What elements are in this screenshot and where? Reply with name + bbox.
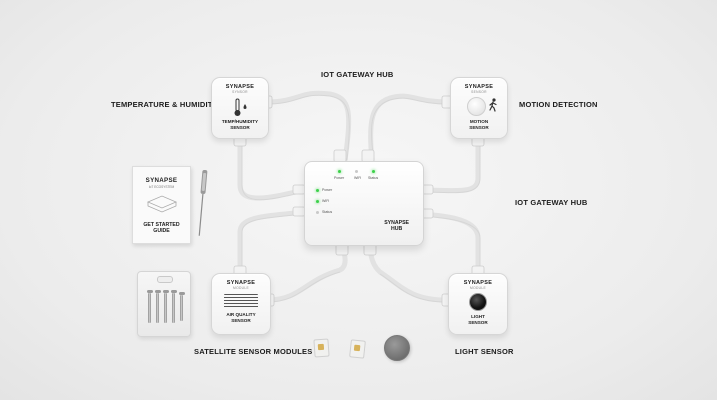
gateway-hub-callout: IOT GATEWAY HUB: [515, 198, 588, 207]
get-started-booklet: SYNAPSE IoT ECOSYSTEM GET STARTED GUIDE: [132, 166, 191, 244]
light-sensor-callout: LIGHT SENSOR: [455, 347, 514, 356]
module-sub: SYNSOR: [232, 90, 248, 94]
module-sub: MODULE: [470, 286, 486, 290]
motion-sensor-module: SYNAPSE SENSOR MOTION SENSOR: [450, 77, 508, 139]
top-title-callout: IOT GATEWAY HUB: [321, 70, 394, 79]
module-label-line1: MOTION: [469, 119, 489, 124]
module-label-line2: SENSOR: [468, 320, 488, 325]
pir-lens: [467, 97, 486, 116]
module-brand: SYNAPSE: [225, 84, 255, 90]
module-label-line2: SENSOR: [469, 125, 489, 130]
module-sub: MODULE: [233, 286, 249, 290]
screw-pack: [137, 271, 191, 337]
top-led-wifi: [355, 170, 358, 173]
module-sub: SENSOR: [471, 90, 487, 94]
cable-motion-left: [368, 93, 451, 163]
top-led-status: [372, 170, 375, 173]
walking-person-icon: [489, 98, 497, 112]
screw: [178, 292, 185, 321]
side-label-status: Status: [322, 210, 333, 214]
cable-light-top: [419, 211, 481, 275]
screw: [170, 290, 177, 323]
vent-grille-icon: [224, 294, 258, 308]
screw: [146, 290, 153, 323]
module-brand: SYNAPSE: [226, 280, 256, 286]
hub-brand: SYNAPSE HUB: [384, 220, 409, 232]
screw: [162, 290, 169, 323]
module-brand: SYNAPSE: [464, 84, 494, 90]
screw: [154, 290, 161, 323]
top-label-status: Status: [368, 176, 379, 180]
module-label-line1: TEMP/HUMIDITY: [221, 119, 259, 124]
hub-brand-line1: SYNAPSE: [384, 220, 409, 226]
top-label-wifi: WiFi: [354, 176, 362, 180]
cable-air-top: [237, 209, 307, 275]
top-led-power: [338, 170, 341, 173]
side-label-wifi: WiFi: [322, 199, 330, 203]
hang-tab: [157, 276, 173, 283]
hub-brand-line2: HUB: [390, 226, 403, 232]
module-label-line1: AIR QUALITY: [226, 312, 256, 317]
booklet-title: SYNAPSE: [145, 177, 178, 184]
satellite-modules-callout: SATELLITE SENSOR MODULES: [194, 347, 313, 356]
sim-card: [349, 339, 366, 359]
cable-temp-bottom: [237, 137, 307, 201]
cable-temp-right: [263, 90, 352, 163]
motion-detection-callout: MOTION DETECTION: [519, 100, 598, 109]
booklet-subtitle: IoT ECOSYSTEM: [148, 185, 175, 189]
booklet-guide: GET STARTED GUIDE: [133, 222, 190, 235]
booklet-guide-line1: GET STARTED: [143, 222, 180, 228]
synapse-hub: Power WiFi Status Power WiFi Status SYNA…: [304, 161, 424, 246]
side-label-power: Power: [322, 188, 333, 192]
temp-humidity-module: SYNAPSE SYNSOR TEMP/HUMIDITY SENSOR: [211, 77, 269, 139]
sim-card: [313, 338, 330, 358]
module-label-line1: LIGHT: [471, 314, 485, 319]
cable-air-right: [265, 241, 348, 303]
cable-light-left: [367, 241, 449, 303]
coin-battery: [384, 335, 410, 361]
light-sensor-lens-icon: [469, 293, 487, 311]
side-led-power: [316, 189, 319, 192]
module-label-line2: SENSOR: [230, 125, 250, 130]
module-brand: SYNAPSE: [463, 280, 493, 286]
top-label-power: Power: [334, 176, 345, 180]
temp-humidity-callout: TEMPERATURE & HUMIDITY: [111, 100, 218, 109]
side-led-wifi: [316, 200, 319, 203]
light-sensor-module: SYNAPSE MODULE LIGHT SENSOR: [448, 273, 508, 335]
booklet-guide-line2: GUIDE: [153, 228, 170, 235]
cable-motion-bottom: [419, 137, 481, 194]
module-label-line2: SENSOR: [231, 318, 251, 323]
side-led-status: [316, 211, 319, 214]
thermometer-icon: [234, 98, 247, 116]
device-sketch-icon: [146, 195, 178, 213]
air-quality-module: SYNAPSE MODULE AIR QUALITY SENSOR: [211, 273, 271, 335]
screwdriver: [198, 169, 208, 236]
